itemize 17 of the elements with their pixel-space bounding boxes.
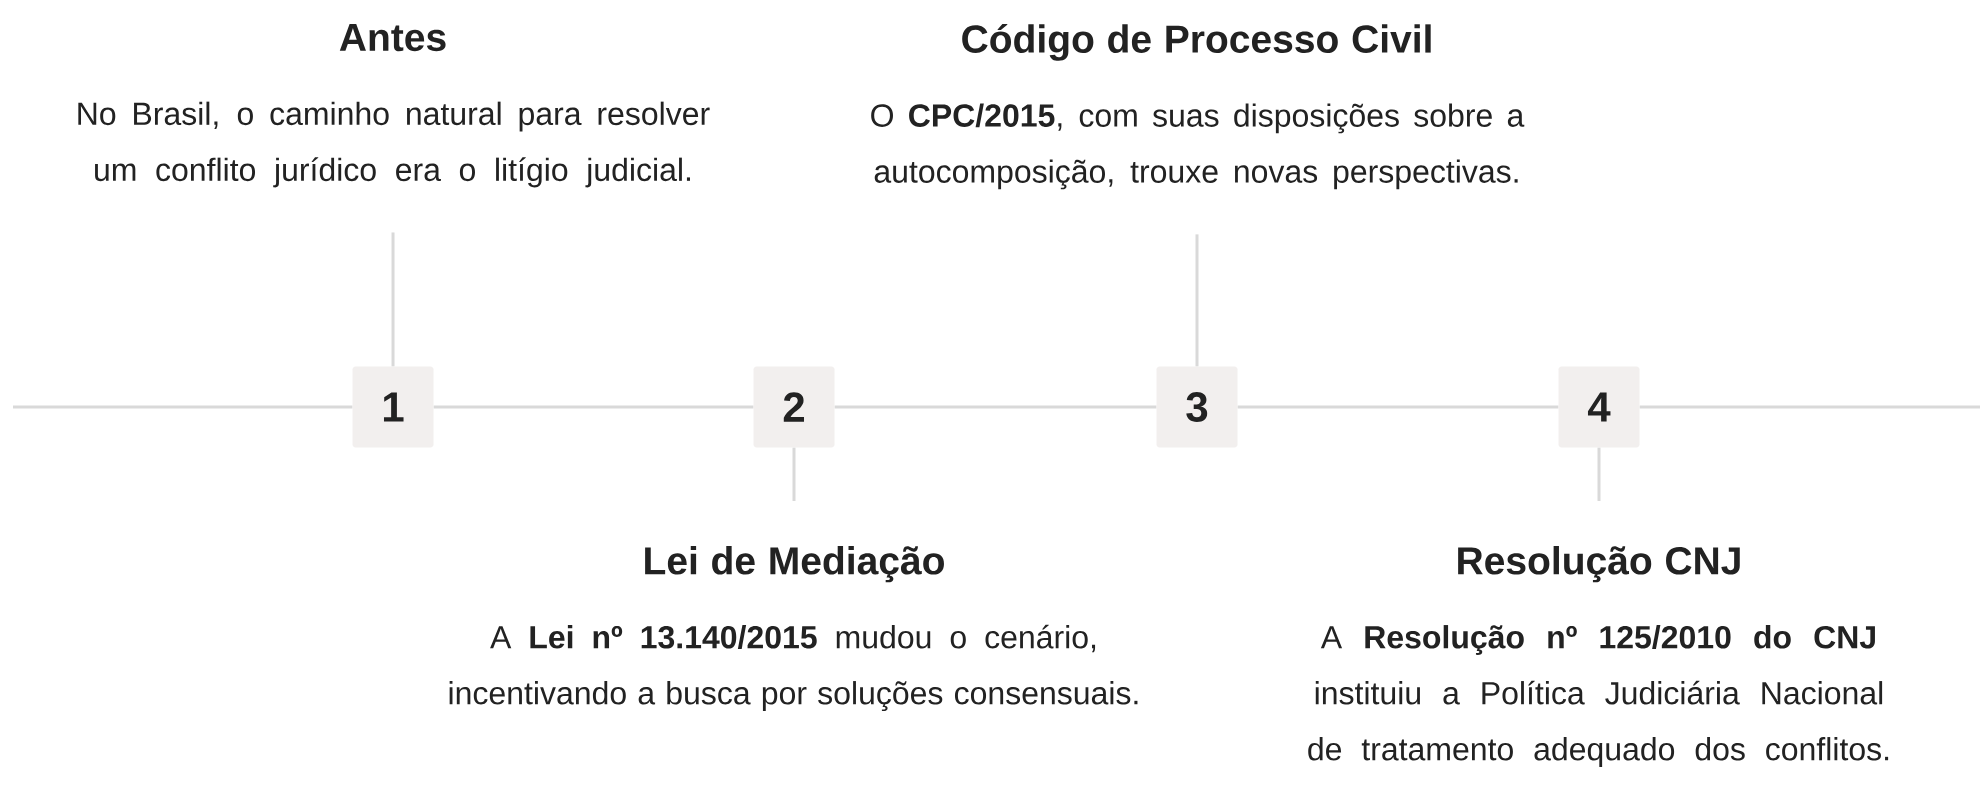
timeline-line — [834, 405, 1157, 409]
connector-line — [1597, 447, 1601, 501]
timeline-line — [1639, 405, 1980, 409]
connector-line — [792, 447, 796, 501]
timeline-line — [13, 405, 353, 409]
number-box: 1 — [352, 366, 434, 448]
timeline-line — [433, 405, 754, 409]
connector-line — [1195, 234, 1199, 367]
timeline-line — [1237, 405, 1559, 409]
number-box: 2 — [753, 366, 835, 448]
event-text: Código de Processo Civil O CPC/2015, com suas disposições sobre a autocomposição, trouxe novas perspectivas. — [871, 24, 1525, 190]
connector-line — [391, 232, 395, 367]
event-text: Resolução CNJ A Resolução nº 125/2010 do CNJ instituiu a Política Judiciária Nacional de tratamento adequado dos conflitos. — [1308, 546, 1889, 767]
number-box: 3 — [1156, 366, 1238, 448]
event-text: Antes No Brasil, o caminho natural para resolver um conflito jurídico era o litígio judicial. — [78, 24, 710, 188]
event-text: Lei de Mediação A Lei nº 13.140/2015 mudou o cenário, incentivando a busca por soluções consensuais. — [449, 546, 1138, 711]
number-box: 4 — [1558, 366, 1640, 448]
